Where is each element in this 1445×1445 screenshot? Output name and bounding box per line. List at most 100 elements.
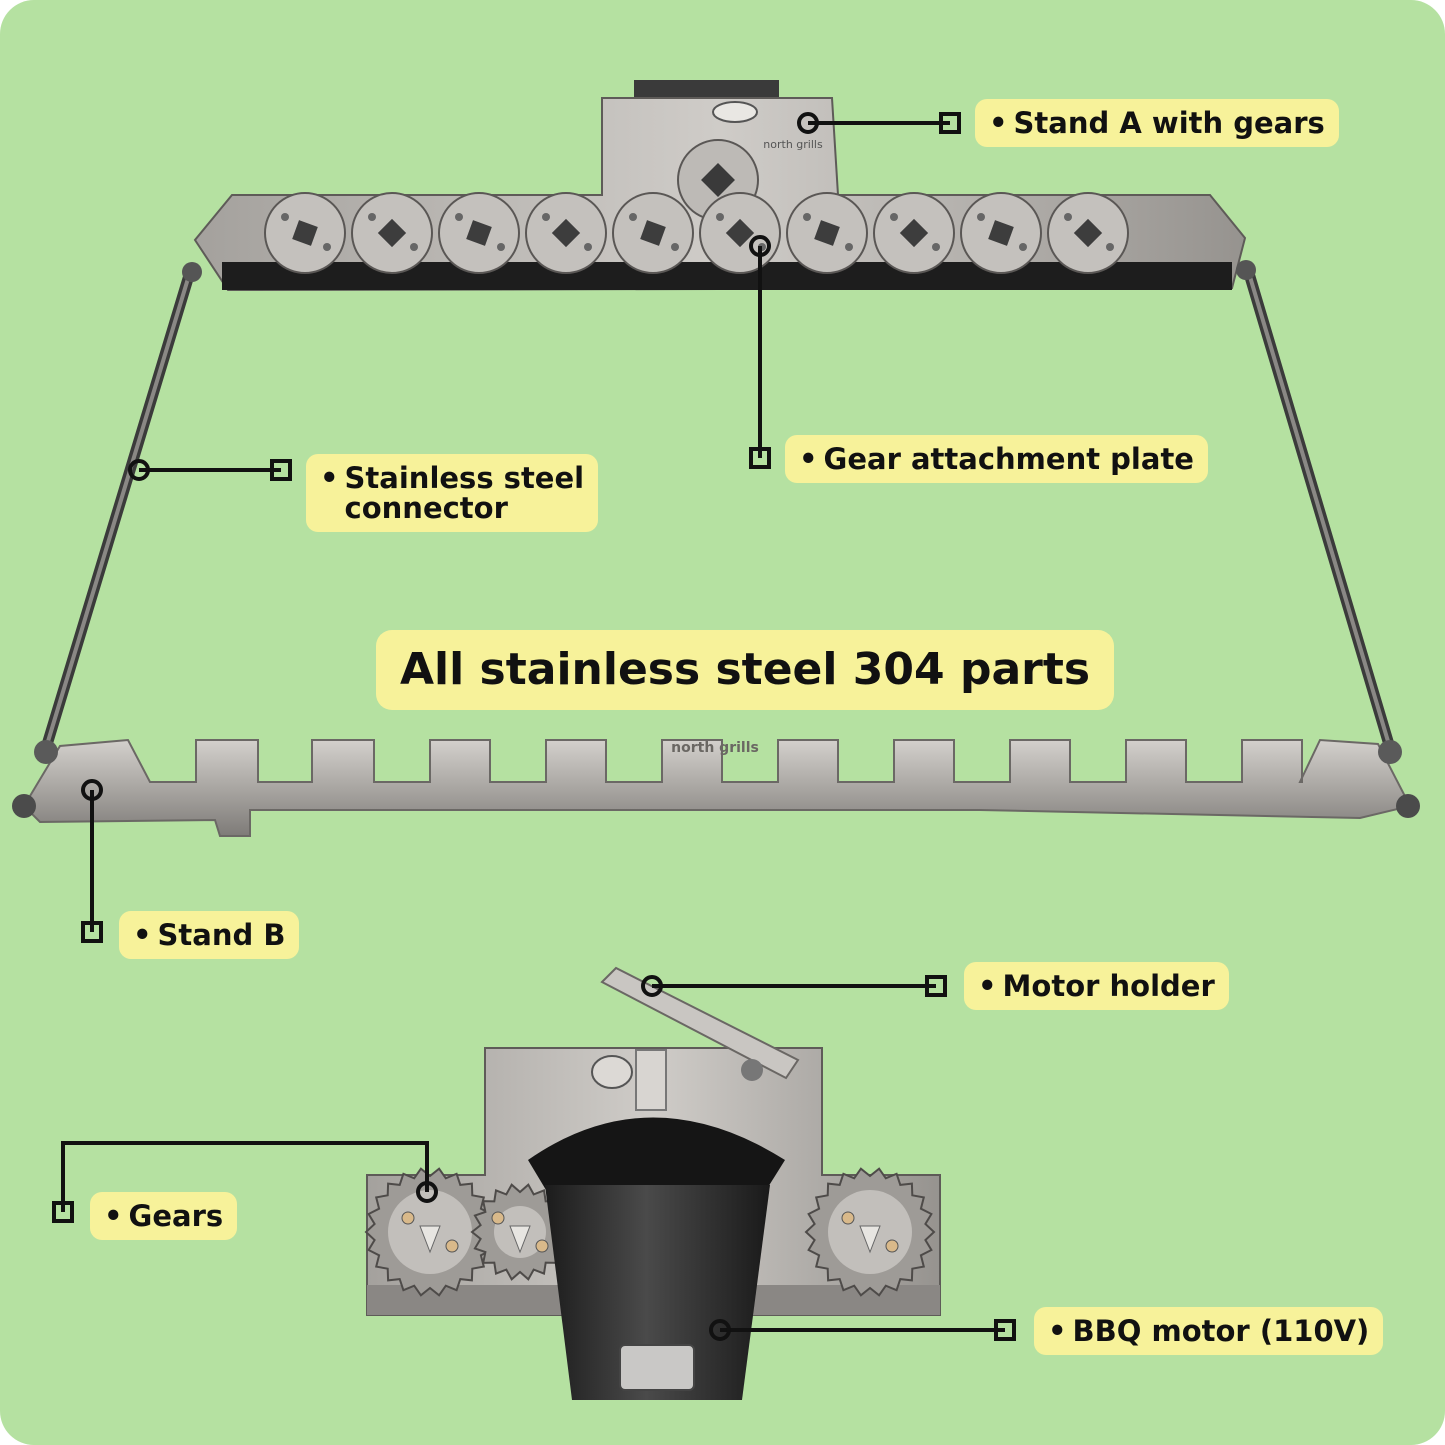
callout-label-gear-plate: •Gear attachment plate: [785, 435, 1208, 483]
callout-text-stand-b: Stand B: [157, 918, 286, 952]
bullet-icon: •: [1048, 1314, 1067, 1348]
anchor-box-stand-b: [81, 921, 103, 943]
stand-a-hole: [712, 101, 758, 123]
toothed-gear: [804, 1167, 936, 1297]
callout-text-motor: BBQ motor (110V): [1072, 1314, 1370, 1348]
callout-lines: [61, 121, 1005, 1332]
gear-screw: [932, 243, 940, 251]
gear-screw: [410, 243, 418, 251]
gear-shaft-socket: [1073, 218, 1103, 248]
motor-mount-hole: [591, 1055, 633, 1089]
stainless-steel-connectors: [40, 260, 1396, 754]
brand-mark-top: north grills: [763, 138, 823, 151]
gear-screw: [977, 213, 985, 221]
anchor-box-gear-plate: [749, 447, 771, 469]
callout-text-motor-holder: Motor holder: [1002, 969, 1215, 1003]
stand-b-nut-left: [34, 740, 58, 764]
callout-text-stand-a: Stand A with gears: [1013, 106, 1325, 140]
anchor-box-stand-a: [939, 112, 961, 134]
gear-shaft-socket: [640, 220, 666, 246]
bullet-icon: •: [978, 969, 997, 1003]
gear-bolt: [445, 1239, 459, 1253]
motor-holder-screw: [741, 1059, 763, 1081]
toothed-gear: [364, 1167, 496, 1297]
gear-set: [364, 1167, 936, 1297]
stand-b-end-right: [1396, 794, 1420, 818]
bullet-icon: •: [989, 106, 1008, 140]
anchor-dot-stand-b: [81, 779, 103, 801]
gear-shaft-socket: [899, 218, 929, 248]
connector-nut-top-right: [1236, 260, 1256, 280]
callout-label-gears: •Gears: [90, 1192, 238, 1240]
anchor-dot-stand-a: [797, 112, 819, 134]
callout-anchors: [52, 112, 1016, 1341]
gear-screw: [671, 243, 679, 251]
stand-b-end-left: [12, 794, 36, 818]
motor-shaft: [635, 1049, 667, 1111]
gear-shaft-socket: [551, 218, 581, 248]
anchor-dot-gears: [416, 1181, 438, 1203]
callout-label-stand-b: •Stand B: [119, 911, 300, 959]
gear-screw: [1106, 243, 1114, 251]
gear-screw: [584, 243, 592, 251]
motor-top-cap: [528, 1117, 785, 1200]
motor-switch: [619, 1344, 695, 1391]
headline-text: All stainless steel 304 parts: [400, 644, 1091, 695]
gear-bolt: [885, 1239, 899, 1253]
gear-screw: [1019, 243, 1027, 251]
callout-line-gears: [61, 1141, 429, 1212]
gear-screw: [497, 243, 505, 251]
stand-b-plate: [22, 738, 1412, 837]
stand-b-part: north grills: [12, 738, 1420, 837]
anchor-box-motor: [994, 1319, 1016, 1341]
anchor-box-connector: [270, 459, 292, 481]
stand-a-center-shaft: [701, 163, 735, 197]
gear-screw: [716, 213, 724, 221]
bullet-icon: •: [320, 461, 339, 495]
gear-spike: [859, 1225, 881, 1254]
motor-assembly: [364, 966, 941, 1400]
callout-text-gears: Gears: [128, 1199, 224, 1233]
gear-screw: [890, 213, 898, 221]
gear-screw: [629, 213, 637, 221]
gear-shaft-socket: [466, 220, 492, 246]
stand-b-nut-right: [1378, 740, 1402, 764]
callout-text-connector: Stainless steel connector: [344, 461, 585, 525]
gear-spike: [509, 1225, 531, 1254]
anchor-dot-motor-holder: [641, 975, 663, 997]
gear-bolt: [401, 1211, 415, 1225]
callout-label-motor-holder: •Motor holder: [964, 962, 1229, 1010]
gear-bolt: [841, 1211, 855, 1225]
gear-shaft-socket: [814, 220, 840, 246]
gear-screw: [542, 213, 550, 221]
anchor-box-motor-holder: [925, 975, 947, 997]
gear-spike: [419, 1225, 441, 1254]
connector-nut-top-left: [182, 262, 202, 282]
callout-label-motor: •BBQ motor (110V): [1034, 1307, 1384, 1355]
gear-shaft-socket: [725, 218, 755, 248]
gear-screw: [1064, 213, 1072, 221]
gear-bolt: [535, 1239, 549, 1253]
connector-rod-right-highlight: [1246, 268, 1392, 750]
bullet-icon: •: [799, 442, 818, 476]
bbq-motor-body: [545, 1185, 770, 1400]
gear-shaft-socket: [292, 220, 318, 246]
gear-screw: [323, 243, 331, 251]
gear-screw: [845, 243, 853, 251]
gear-screw: [455, 213, 463, 221]
callout-label-stand-a: •Stand A with gears: [975, 99, 1339, 147]
anchor-dot-gear-plate: [749, 235, 771, 257]
bullet-icon: •: [133, 918, 152, 952]
anchor-dot-motor: [709, 1319, 731, 1341]
anchor-dot-connector: [128, 459, 150, 481]
gear-shaft-socket: [988, 220, 1014, 246]
gear-screw: [368, 213, 376, 221]
gear-screw: [281, 213, 289, 221]
gear-screw: [803, 213, 811, 221]
toothed-gear: [470, 1183, 570, 1281]
headline-label: All stainless steel 304 parts: [376, 630, 1115, 710]
connector-rod-left-highlight: [44, 270, 192, 750]
callout-label-connector: •Stainless steel connector: [306, 454, 599, 532]
